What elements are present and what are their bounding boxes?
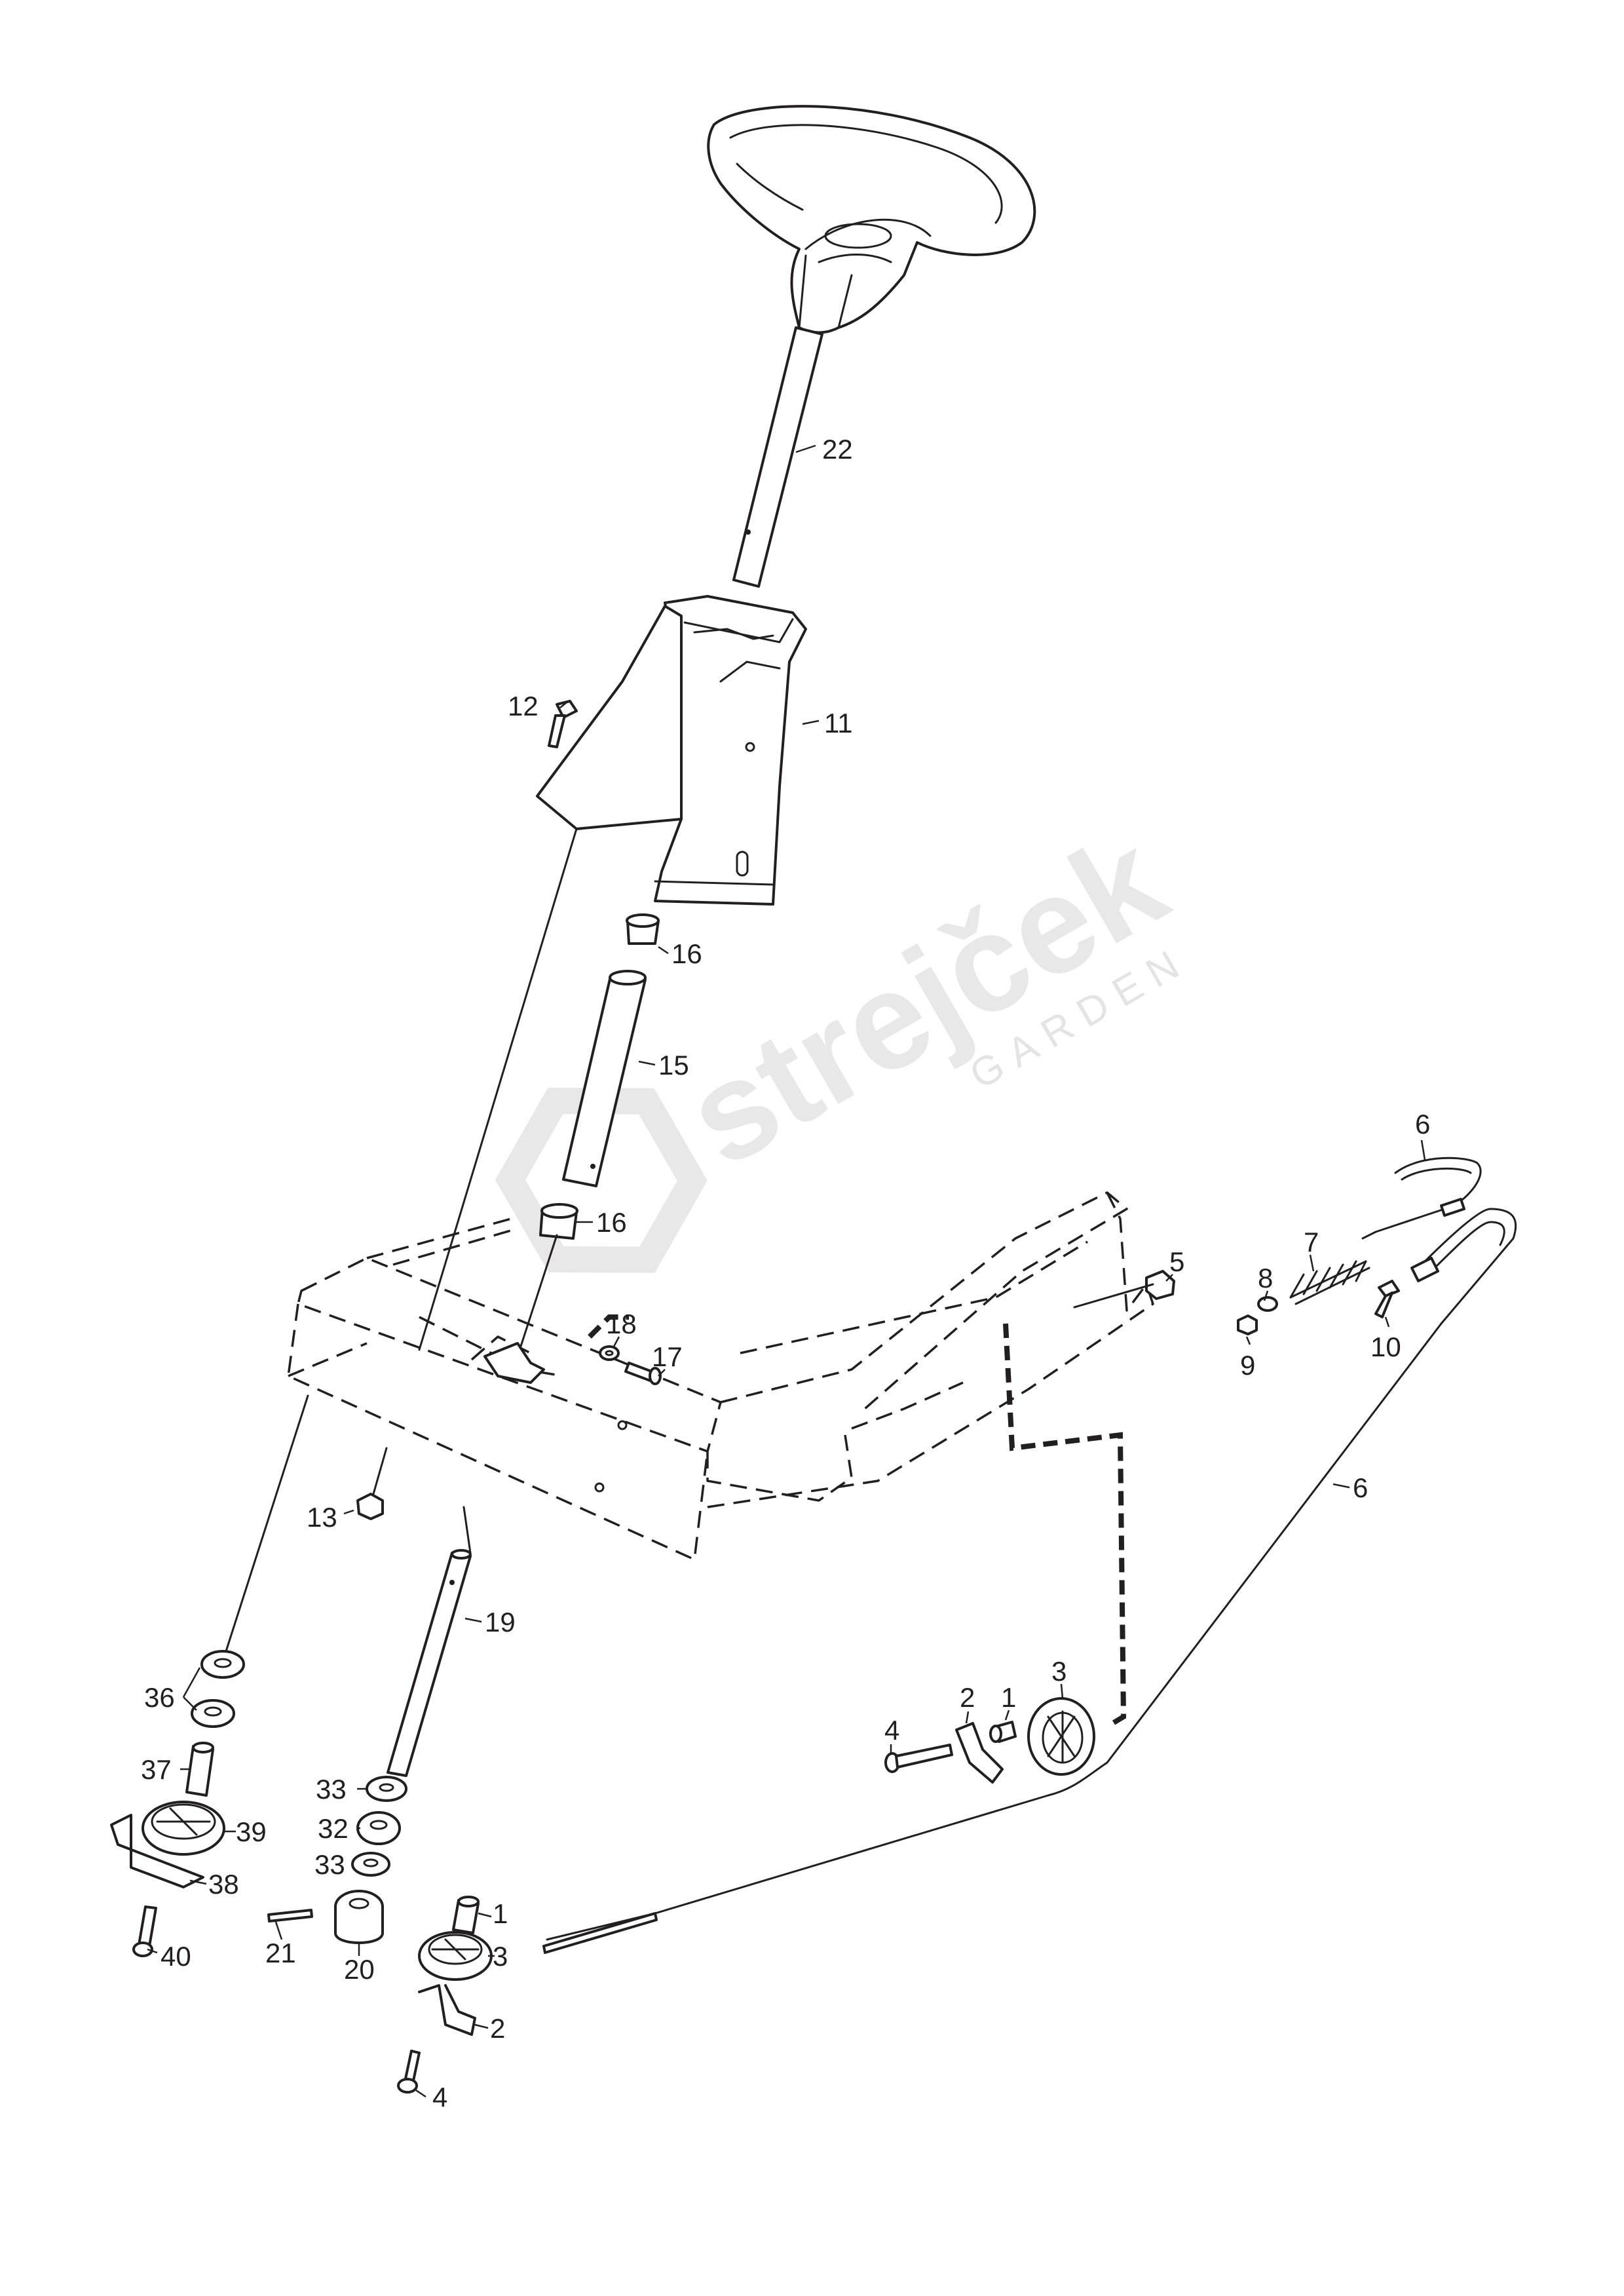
bolt-4-right — [884, 1744, 953, 1773]
bushing-16-upper — [626, 913, 660, 945]
bolt-10 — [1374, 1280, 1400, 1318]
callout-33-lower: 33 — [314, 1849, 345, 1880]
callout-37: 37 — [141, 1754, 172, 1785]
washer-8 — [1257, 1296, 1278, 1312]
callout-6-upper: 6 — [1415, 1109, 1430, 1139]
console-bracket-11 — [536, 595, 807, 906]
pulley-3-left — [418, 1931, 493, 1981]
callout-1-left: 1 — [493, 1898, 508, 1929]
callout-3-left: 3 — [493, 1941, 508, 1972]
bolt-40 — [132, 1905, 157, 1957]
callouts: 22 12 11 16 15 16 6 7 5 8 9 10 18 17 6 1… — [141, 434, 1430, 2113]
callout-21: 21 — [265, 1938, 296, 1968]
hub-20 — [334, 1890, 384, 1944]
callout-32: 32 — [318, 1813, 349, 1844]
callout-1-right: 1 — [1001, 1682, 1016, 1713]
callout-33-upper: 33 — [316, 1774, 347, 1805]
nut-9 — [1237, 1314, 1258, 1335]
callout-8: 8 — [1258, 1263, 1273, 1293]
bolt-17 — [624, 1362, 662, 1385]
bushing-32 — [356, 1811, 401, 1845]
cable-6-main — [546, 1322, 1443, 1941]
callout-19: 19 — [485, 1607, 516, 1637]
callout-39: 39 — [236, 1816, 267, 1847]
bracket-38 — [110, 1814, 204, 1888]
callout-16-upper: 16 — [671, 938, 702, 969]
washer-33-lower — [351, 1852, 390, 1877]
spacer-1-right — [989, 1721, 1017, 1743]
column-lower-axis — [516, 1234, 558, 1358]
callout-10: 10 — [1370, 1331, 1401, 1362]
callout-4-right: 4 — [884, 1715, 899, 1746]
spacer-37 — [185, 1742, 214, 1797]
callout-16-lower: 16 — [596, 1207, 627, 1238]
callout-4-left: 4 — [432, 2082, 447, 2113]
bolt-12 — [548, 700, 578, 748]
nut-5 — [1073, 1270, 1175, 1309]
callout-22: 22 — [822, 434, 853, 465]
bushing-36-upper — [200, 1650, 245, 1679]
nut-13 — [356, 1447, 388, 1520]
bolt-4-left — [397, 2050, 421, 2094]
callout-3-right: 3 — [1051, 1656, 1067, 1687]
callout-38: 38 — [208, 1869, 239, 1900]
bushing-16-lower — [539, 1203, 578, 1240]
column-axis-line — [418, 828, 578, 1351]
callout-40: 40 — [161, 1941, 191, 1972]
callout-2-right: 2 — [960, 1682, 975, 1713]
callout-6-main: 6 — [1353, 1472, 1368, 1503]
bracket-2-right — [955, 1722, 1004, 1784]
bracket-2-left — [418, 1984, 476, 2036]
callout-18: 18 — [606, 1309, 637, 1339]
callout-12: 12 — [508, 691, 538, 721]
cable-6-upper — [1361, 1157, 1482, 1240]
callout-13: 13 — [307, 1502, 337, 1533]
bushing-36-lower — [191, 1699, 235, 1728]
callout-15: 15 — [658, 1050, 689, 1081]
washer-33-upper — [366, 1776, 407, 1802]
cable-route-dashed — [588, 1314, 1127, 1729]
steering-shaft-22 — [732, 326, 823, 588]
pulley-39 — [142, 1801, 225, 1856]
shaft-19 — [387, 1506, 472, 1777]
callout-36: 36 — [144, 1682, 175, 1713]
callout-9: 9 — [1240, 1350, 1255, 1381]
callout-7: 7 — [1304, 1227, 1319, 1257]
left-stack-axis — [225, 1394, 309, 1653]
steering-plate — [483, 1342, 545, 1384]
tube-15 — [562, 970, 647, 1187]
callout-2-left: 2 — [490, 2013, 505, 2044]
cable-threaded-end — [542, 1912, 658, 1954]
steering-wheel — [707, 105, 1036, 334]
spacer-1-left — [452, 1896, 480, 1934]
callout-17: 17 — [652, 1341, 683, 1372]
pin-21 — [267, 1909, 313, 1923]
pulley-3-right — [1027, 1697, 1095, 1776]
leader-lines — [147, 444, 1426, 2098]
callout-20: 20 — [344, 1954, 375, 1985]
watermark-logo-icon — [495, 1088, 708, 1273]
frame-dashed-outline — [287, 1191, 1154, 1561]
cable-6-loop — [1410, 1208, 1517, 1325]
callout-5: 5 — [1169, 1246, 1184, 1277]
spring-7 — [1289, 1260, 1370, 1305]
washer-18 — [599, 1345, 620, 1361]
callout-11: 11 — [824, 708, 853, 738]
